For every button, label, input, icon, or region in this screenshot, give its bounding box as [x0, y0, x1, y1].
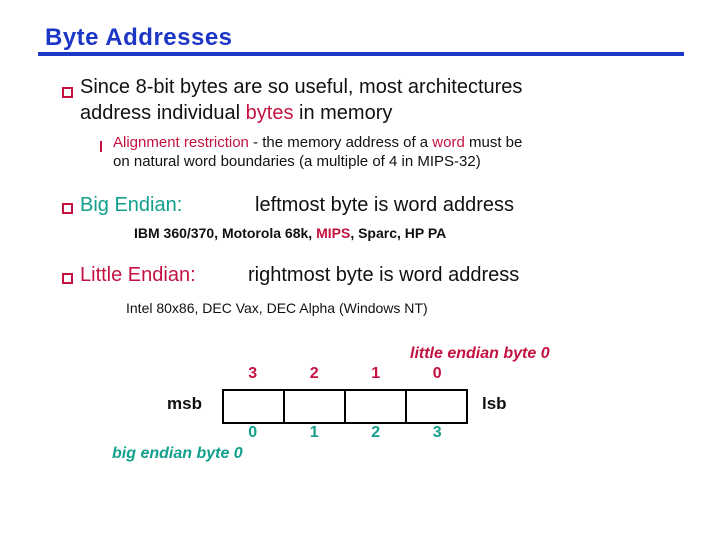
byte-number: 0: [432, 365, 442, 382]
bullet-square-icon: [62, 273, 73, 284]
sub-line2: on natural word boundaries (a multiple o…: [113, 153, 481, 170]
msb-label: msb: [167, 394, 202, 413]
little-endian-byte0-caption: little endian byte 0: [410, 345, 550, 362]
byte-number: 3: [432, 424, 442, 441]
alignment-restriction-term: Alignment restriction: [113, 134, 249, 151]
byte-number: 3: [248, 365, 258, 382]
bullet-since-bytes: Since 8-bit bytes are so useful, most ar…: [80, 74, 640, 126]
title-underline: [38, 52, 684, 56]
page-title: Byte Addresses: [45, 24, 233, 51]
byte-number: 0: [248, 424, 258, 441]
bullet-square-icon: [62, 87, 73, 98]
big-ex-pre: IBM 360/370, Motorola 68k,: [134, 225, 317, 241]
big-endian-label: Big Endian:: [80, 194, 183, 216]
byte-number: 1: [371, 365, 381, 382]
bullet-square-icon: [62, 203, 73, 214]
word-term: word: [432, 134, 465, 151]
sub-mid-text: - the memory address of a: [248, 134, 433, 151]
little-endian-description: rightmost byte is word address: [248, 264, 520, 286]
word-byte-cells: [222, 389, 468, 424]
sub-bullet-bar-icon: [100, 141, 102, 152]
little-endian-label: Little Endian:: [80, 264, 196, 286]
bullet1-line2-pre: address individual: [80, 102, 246, 124]
big-endian-examples: IBM 360/370, Motorola 68k, MIPS, Sparc, …: [134, 225, 446, 241]
bullet1-highlight-bytes: bytes: [245, 102, 294, 124]
byte-number: 2: [309, 365, 319, 382]
sub-post-text: must be: [464, 134, 523, 151]
big-endian-description: leftmost byte is word address: [255, 194, 514, 216]
byte-number: 2: [371, 424, 381, 441]
byte-number: 1: [309, 424, 319, 441]
mips-term: MIPS: [316, 225, 351, 241]
big-endian-byte-numbers: 0 1 2 3: [222, 424, 468, 442]
big-endian-byte0-caption: big endian byte 0: [112, 445, 243, 462]
byte-cell: [224, 391, 285, 422]
big-ex-post: , Sparc, HP PA: [350, 225, 447, 241]
bullet1-line2-post: in memory: [293, 102, 393, 124]
sub-bullet-alignment: Alignment restriction - the memory addre…: [113, 133, 673, 171]
byte-cell: [285, 391, 346, 422]
bullet1-line1: Since 8-bit bytes are so useful, most ar…: [80, 76, 523, 98]
little-endian-examples: Intel 80x86, DEC Vax, DEC Alpha (Windows…: [126, 300, 428, 316]
byte-cell: [407, 391, 466, 422]
byte-cell: [346, 391, 407, 422]
little-endian-byte-numbers: 3 2 1 0: [222, 365, 468, 383]
lsb-label: lsb: [482, 394, 507, 413]
